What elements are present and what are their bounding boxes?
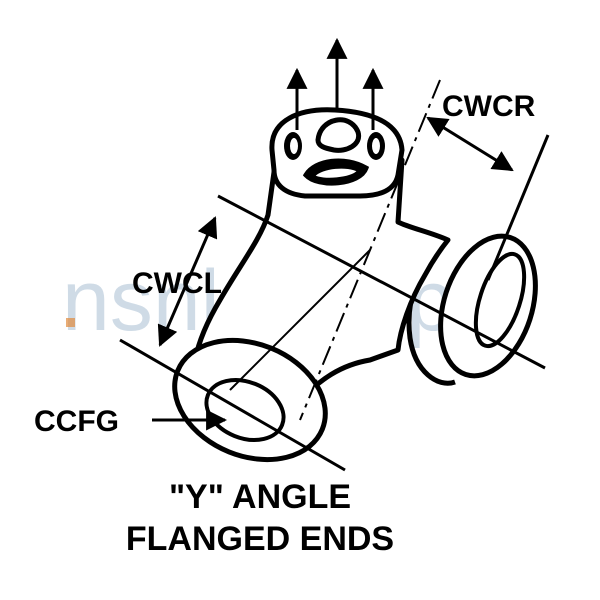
top-extension-line [217, 194, 546, 370]
right-flange [406, 233, 538, 386]
valve-body [192, 157, 451, 403]
cwcr-arrow [426, 116, 514, 172]
cwcl-arrow [157, 216, 218, 347]
bonnet [269, 107, 405, 199]
dimension-lines [119, 79, 550, 472]
caption-line-1: "Y" ANGLE [169, 478, 351, 516]
label-ccfg: CCFG [34, 405, 119, 438]
watermark-dot [66, 318, 75, 327]
label-cwcr: CWCR [442, 90, 536, 123]
caption-line-2: FLANGED ENDS [126, 520, 394, 558]
dimension-arrows [152, 37, 514, 431]
bottom-extension-line [119, 338, 346, 472]
cwcr-extension-line [486, 134, 550, 281]
label-cwcl: CWCL [132, 267, 222, 300]
body-center-line [229, 249, 371, 391]
